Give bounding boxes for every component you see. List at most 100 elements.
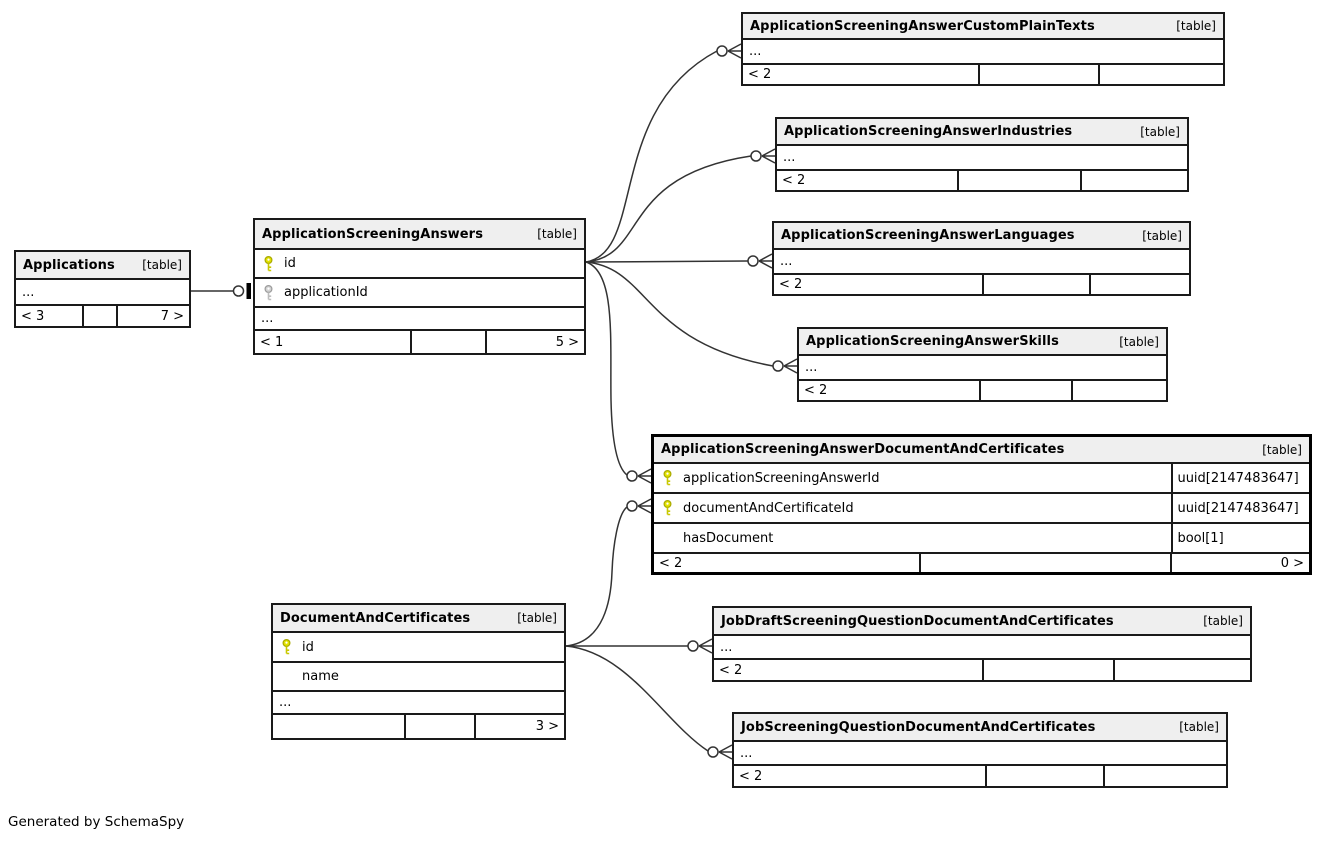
footer-mid-cell bbox=[81, 306, 117, 326]
footer-children-count: < 2 bbox=[659, 555, 683, 571]
table-answer-languages[interactable]: ApplicationScreeningAnswerLanguages [tab… bbox=[772, 221, 1191, 296]
column-type: uuid[2147483647] bbox=[1171, 494, 1309, 522]
table-header[interactable]: ApplicationScreeningAnswerDocumentAndCer… bbox=[654, 437, 1309, 464]
footer-children-count: < 2 bbox=[782, 173, 806, 188]
table-title: ApplicationScreeningAnswerIndustries bbox=[784, 124, 1073, 139]
table-footer: < 2 bbox=[777, 171, 1187, 190]
crowfoot-icon bbox=[718, 744, 733, 760]
table-tag: [table] bbox=[1140, 124, 1180, 139]
table-footer: < 1 5 > bbox=[255, 331, 584, 353]
footer-children-count bbox=[273, 715, 404, 738]
table-footer: < 2 bbox=[734, 766, 1226, 786]
table-footer: < 2 bbox=[714, 660, 1250, 680]
footer-children-count: < 2 bbox=[748, 67, 772, 82]
table-title: ApplicationScreeningAnswers bbox=[262, 226, 484, 242]
zero-or-one-icon bbox=[626, 470, 638, 482]
column-row-document-and-certificate-id: documentAndCertificateId uuid[2147483647… bbox=[654, 494, 1309, 524]
table-header[interactable]: ApplicationScreeningAnswerSkills [table] bbox=[799, 329, 1166, 356]
relationship-doc-cert-to-asa-doc-cert bbox=[565, 498, 652, 647]
column-name: name bbox=[302, 669, 339, 684]
relationship-to-job bbox=[565, 645, 733, 760]
footer-children-count: < 1 bbox=[260, 334, 284, 350]
table-footer: < 2 bbox=[799, 381, 1166, 400]
table-job-screening-question-doc-cert[interactable]: JobScreeningQuestionDocumentAndCertifica… bbox=[732, 712, 1228, 788]
column-name: applicationId bbox=[284, 285, 368, 300]
table-header[interactable]: DocumentAndCertificates [table] bbox=[273, 605, 564, 633]
relationship-to-skills bbox=[585, 261, 798, 374]
column-row-ellipsis: ... bbox=[714, 636, 1250, 660]
crowfoot-icon bbox=[698, 638, 713, 654]
column-name: id bbox=[284, 256, 296, 271]
table-tag: [table] bbox=[1142, 228, 1182, 243]
foreign-key-icon bbox=[264, 284, 273, 300]
table-answer-custom-plain-texts[interactable]: ApplicationScreeningAnswerCustomPlainTex… bbox=[741, 12, 1225, 86]
column-row-ellipsis: ... bbox=[799, 356, 1166, 381]
table-title: ApplicationScreeningAnswerCustomPlainTex… bbox=[750, 18, 1095, 34]
table-title: DocumentAndCertificates bbox=[280, 610, 471, 626]
crowfoot-icon bbox=[637, 498, 652, 514]
footer-mid-cell bbox=[984, 766, 1103, 786]
relationship-applications-to-answers bbox=[191, 283, 251, 299]
primary-key-icon bbox=[264, 255, 273, 271]
footer-mid-cell bbox=[957, 171, 1080, 190]
table-job-draft-screening-question-doc-cert[interactable]: JobDraftScreeningQuestionDocumentAndCert… bbox=[712, 606, 1252, 682]
column-row-application-screening-answer-id: applicationScreeningAnswerId uuid[214748… bbox=[654, 464, 1309, 494]
footer-parents-count bbox=[1089, 275, 1189, 294]
footer-parents-count: 3 > bbox=[473, 715, 564, 738]
column-name: applicationScreeningAnswerId bbox=[683, 470, 880, 486]
column-name: id bbox=[302, 639, 314, 655]
table-title: Applications bbox=[23, 257, 115, 273]
table-tag: [table] bbox=[1262, 442, 1302, 457]
table-tag: [table] bbox=[1179, 720, 1219, 734]
relationship-to-languages bbox=[585, 253, 773, 269]
table-answer-document-and-certificates[interactable]: ApplicationScreeningAnswerDocumentAndCer… bbox=[651, 434, 1312, 575]
table-footer: < 2 0 > bbox=[654, 554, 1309, 572]
column-row-ellipsis: ... bbox=[774, 250, 1189, 275]
footer-children-count: < 3 bbox=[21, 308, 45, 324]
zero-or-one-icon bbox=[750, 150, 762, 162]
crowfoot-icon bbox=[758, 253, 773, 269]
table-header[interactable]: Applications [table] bbox=[16, 252, 189, 280]
table-tag: [table] bbox=[1203, 614, 1243, 628]
column-row-has-document: hasDocument bool[1] bbox=[654, 524, 1309, 554]
crowfoot-icon bbox=[783, 358, 798, 374]
column-row-application-id: applicationId bbox=[255, 279, 584, 308]
table-header[interactable]: ApplicationScreeningAnswers [table] bbox=[255, 220, 584, 250]
table-title: ApplicationScreeningAnswerDocumentAndCer… bbox=[661, 442, 1065, 457]
table-footer: < 2 bbox=[774, 275, 1189, 294]
relationship-to-industries bbox=[585, 148, 776, 263]
column-row-name: name bbox=[273, 663, 564, 692]
table-title: ApplicationScreeningAnswerLanguages bbox=[781, 228, 1075, 243]
footer-children-count: < 2 bbox=[804, 383, 828, 398]
footer-parents-count bbox=[1070, 381, 1166, 400]
table-answer-industries[interactable]: ApplicationScreeningAnswerIndustries [ta… bbox=[775, 117, 1189, 192]
relationship-to-job-draft bbox=[566, 638, 713, 654]
table-application-screening-answers[interactable]: ApplicationScreeningAnswers [table] id a… bbox=[253, 218, 586, 355]
crowfoot-icon bbox=[727, 43, 742, 59]
footer-mid-cell bbox=[981, 275, 1090, 294]
zero-or-one-icon bbox=[772, 360, 784, 372]
footer-parents-count bbox=[1113, 660, 1250, 680]
relationship-to-custom-plain-texts bbox=[585, 43, 742, 263]
crowfoot-icon bbox=[761, 148, 776, 164]
table-header[interactable]: JobDraftScreeningQuestionDocumentAndCert… bbox=[714, 608, 1250, 636]
generated-by-note: Generated by SchemaSpy bbox=[8, 814, 185, 830]
table-title: JobDraftScreeningQuestionDocumentAndCert… bbox=[721, 613, 1114, 629]
table-document-and-certificates[interactable]: DocumentAndCertificates [table] id name … bbox=[271, 603, 566, 740]
table-header[interactable]: JobScreeningQuestionDocumentAndCertifica… bbox=[734, 714, 1226, 742]
footer-mid-cell bbox=[982, 660, 1113, 680]
table-answer-skills[interactable]: ApplicationScreeningAnswerSkills [table]… bbox=[797, 327, 1168, 402]
table-header[interactable]: ApplicationScreeningAnswerLanguages [tab… bbox=[774, 223, 1189, 250]
footer-children-count: < 2 bbox=[719, 662, 743, 678]
column-row-id: id bbox=[255, 250, 584, 279]
table-header[interactable]: ApplicationScreeningAnswerCustomPlainTex… bbox=[743, 14, 1223, 40]
one-mandatory-icon bbox=[246, 283, 251, 299]
footer-parents-count bbox=[1080, 171, 1187, 190]
table-applications[interactable]: Applications [table] ... < 3 7 > bbox=[14, 250, 191, 328]
table-header[interactable]: ApplicationScreeningAnswerIndustries [ta… bbox=[777, 119, 1187, 146]
footer-children-count: < 2 bbox=[779, 277, 803, 292]
zero-or-one-icon bbox=[716, 45, 728, 57]
primary-key-icon bbox=[663, 470, 672, 486]
table-title: ApplicationScreeningAnswerSkills bbox=[806, 334, 1059, 349]
